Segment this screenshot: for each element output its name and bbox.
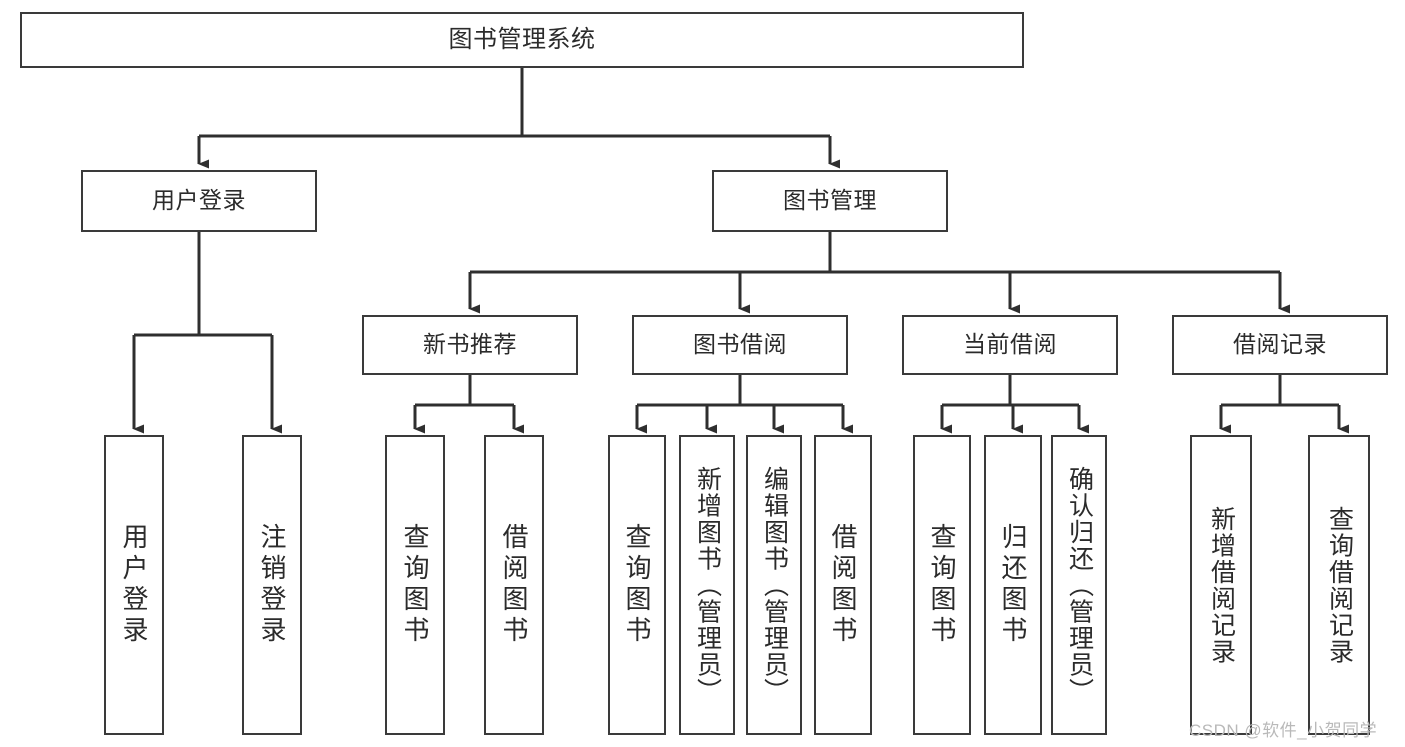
leaf-query-borrow-record[interactable]: 查询借阅记录: [1308, 435, 1370, 735]
node-label: 查询借阅记录: [1325, 505, 1354, 665]
leaf-logout[interactable]: 注销登录: [242, 435, 302, 735]
node-label: 查询图书: [400, 523, 430, 647]
node-label: 新增图书（管理员）: [693, 465, 722, 705]
csdn-watermark: CSDN @软件_小贺同学: [1189, 721, 1378, 740]
node-root-book-management-system[interactable]: 图书管理系统: [20, 12, 1024, 68]
node-label: 用户登录: [119, 523, 149, 647]
node-label: 查询图书: [927, 523, 957, 647]
leaf-confirm-return-admin[interactable]: 确认归还（管理员）: [1051, 435, 1107, 735]
node-label: 新增借阅记录: [1207, 505, 1236, 665]
node-new-book-recommendation[interactable]: 新书推荐: [362, 315, 578, 375]
node-book-management[interactable]: 图书管理: [712, 170, 948, 232]
node-borrowing-record[interactable]: 借阅记录: [1172, 315, 1388, 375]
node-label: 用户登录: [152, 187, 246, 214]
leaf-query-book-current[interactable]: 查询图书: [913, 435, 971, 735]
leaf-edit-book-admin[interactable]: 编辑图书（管理员）: [746, 435, 802, 735]
node-label: 图书管理系统: [448, 25, 596, 53]
node-label: 当前借阅: [963, 331, 1057, 358]
leaf-add-borrow-record[interactable]: 新增借阅记录: [1190, 435, 1252, 735]
node-label: 图书管理: [783, 187, 877, 214]
leaf-add-book-admin[interactable]: 新增图书（管理员）: [679, 435, 735, 735]
node-label: 借阅图书: [499, 523, 529, 647]
node-label: 借阅图书: [828, 523, 858, 647]
node-current-borrowing[interactable]: 当前借阅: [902, 315, 1118, 375]
node-label: 归还图书: [998, 523, 1028, 647]
leaf-borrow-book-rec[interactable]: 借阅图书: [484, 435, 544, 735]
node-book-borrowing[interactable]: 图书借阅: [632, 315, 848, 375]
node-label: 图书借阅: [693, 331, 787, 358]
leaf-borrow-book[interactable]: 借阅图书: [814, 435, 872, 735]
leaf-query-book-rec[interactable]: 查询图书: [385, 435, 445, 735]
node-label: 查询图书: [622, 523, 652, 647]
node-label: 借阅记录: [1233, 331, 1327, 358]
node-label: 注销登录: [257, 523, 287, 647]
leaf-user-login[interactable]: 用户登录: [104, 435, 164, 735]
leaf-return-book[interactable]: 归还图书: [984, 435, 1042, 735]
node-label: 新书推荐: [423, 331, 517, 358]
leaf-query-book-borrow[interactable]: 查询图书: [608, 435, 666, 735]
node-user-login[interactable]: 用户登录: [81, 170, 317, 232]
node-label: 编辑图书（管理员）: [760, 465, 789, 705]
node-label: 确认归还（管理员）: [1065, 465, 1094, 705]
